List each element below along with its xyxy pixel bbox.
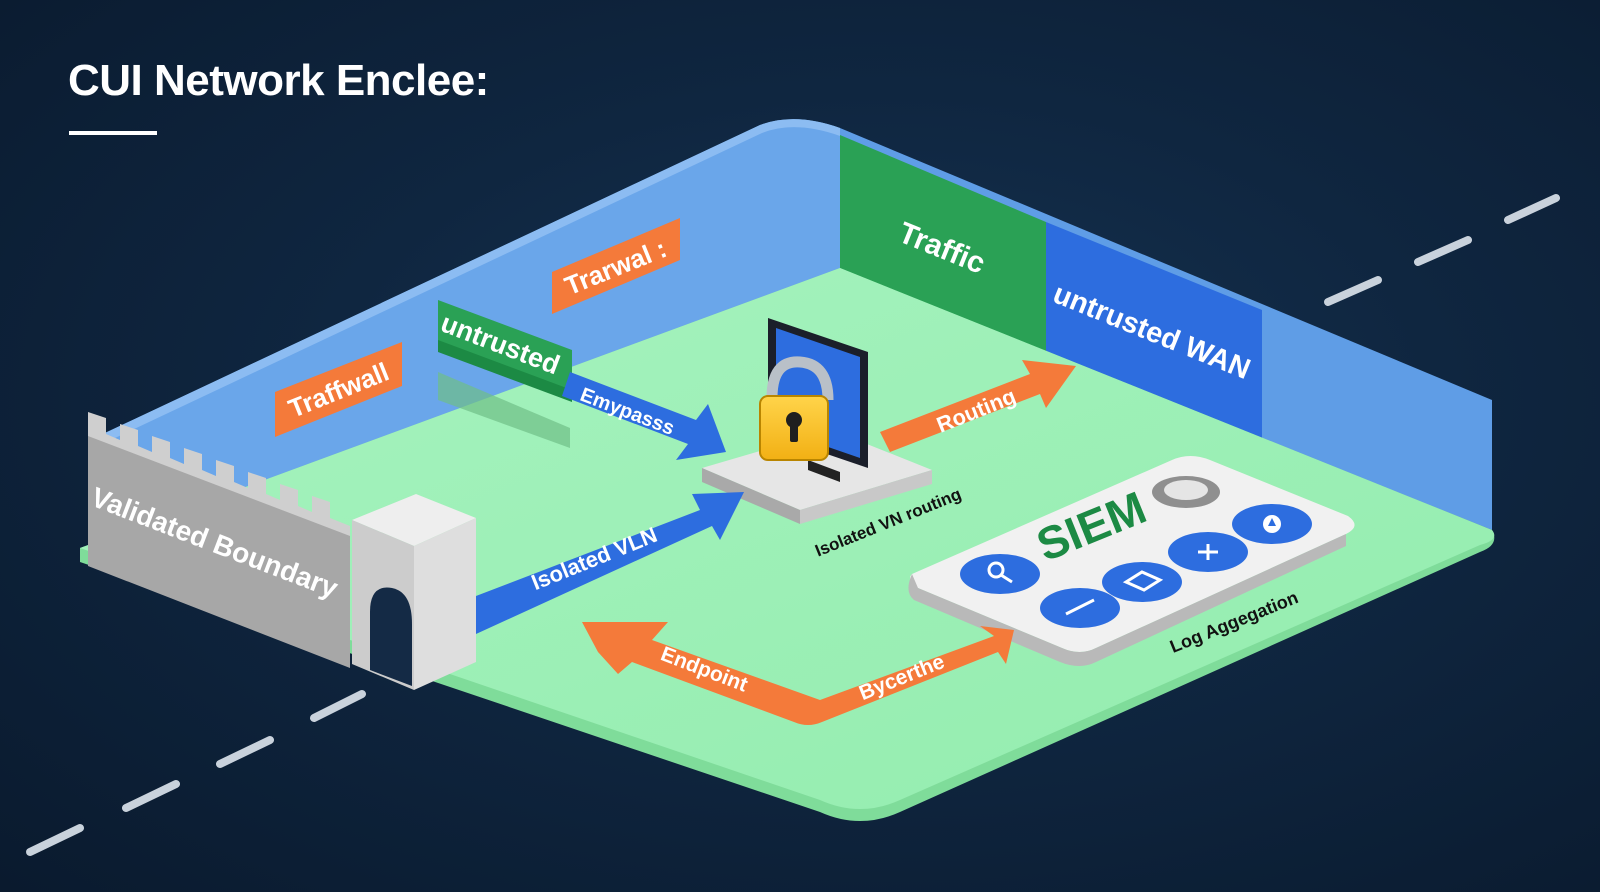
boundary-gate	[352, 494, 476, 690]
search-icon[interactable]	[960, 554, 1040, 594]
siem-panel: SIEM	[908, 456, 1355, 666]
traffic-wall-panel	[840, 135, 1046, 356]
plus-icon[interactable]	[1168, 532, 1248, 572]
back-left-wall-top	[90, 119, 840, 447]
lock-icon	[759, 356, 834, 461]
untrusted-sign-shadow	[438, 372, 570, 448]
folder-icon[interactable]	[1102, 562, 1182, 602]
toggle-ring-icon	[1152, 476, 1220, 508]
dashed-perimeter-left	[26, 690, 366, 856]
dashed-perimeter-right	[1324, 194, 1560, 306]
edit-icon[interactable]	[1040, 588, 1120, 628]
enclave-floor	[80, 268, 1495, 809]
page-title: CUI Network Enclee:	[68, 56, 489, 105]
upload-icon[interactable]	[1232, 504, 1312, 544]
untrusted-wan-wall-panel	[1046, 222, 1262, 442]
title-underline	[69, 131, 157, 135]
